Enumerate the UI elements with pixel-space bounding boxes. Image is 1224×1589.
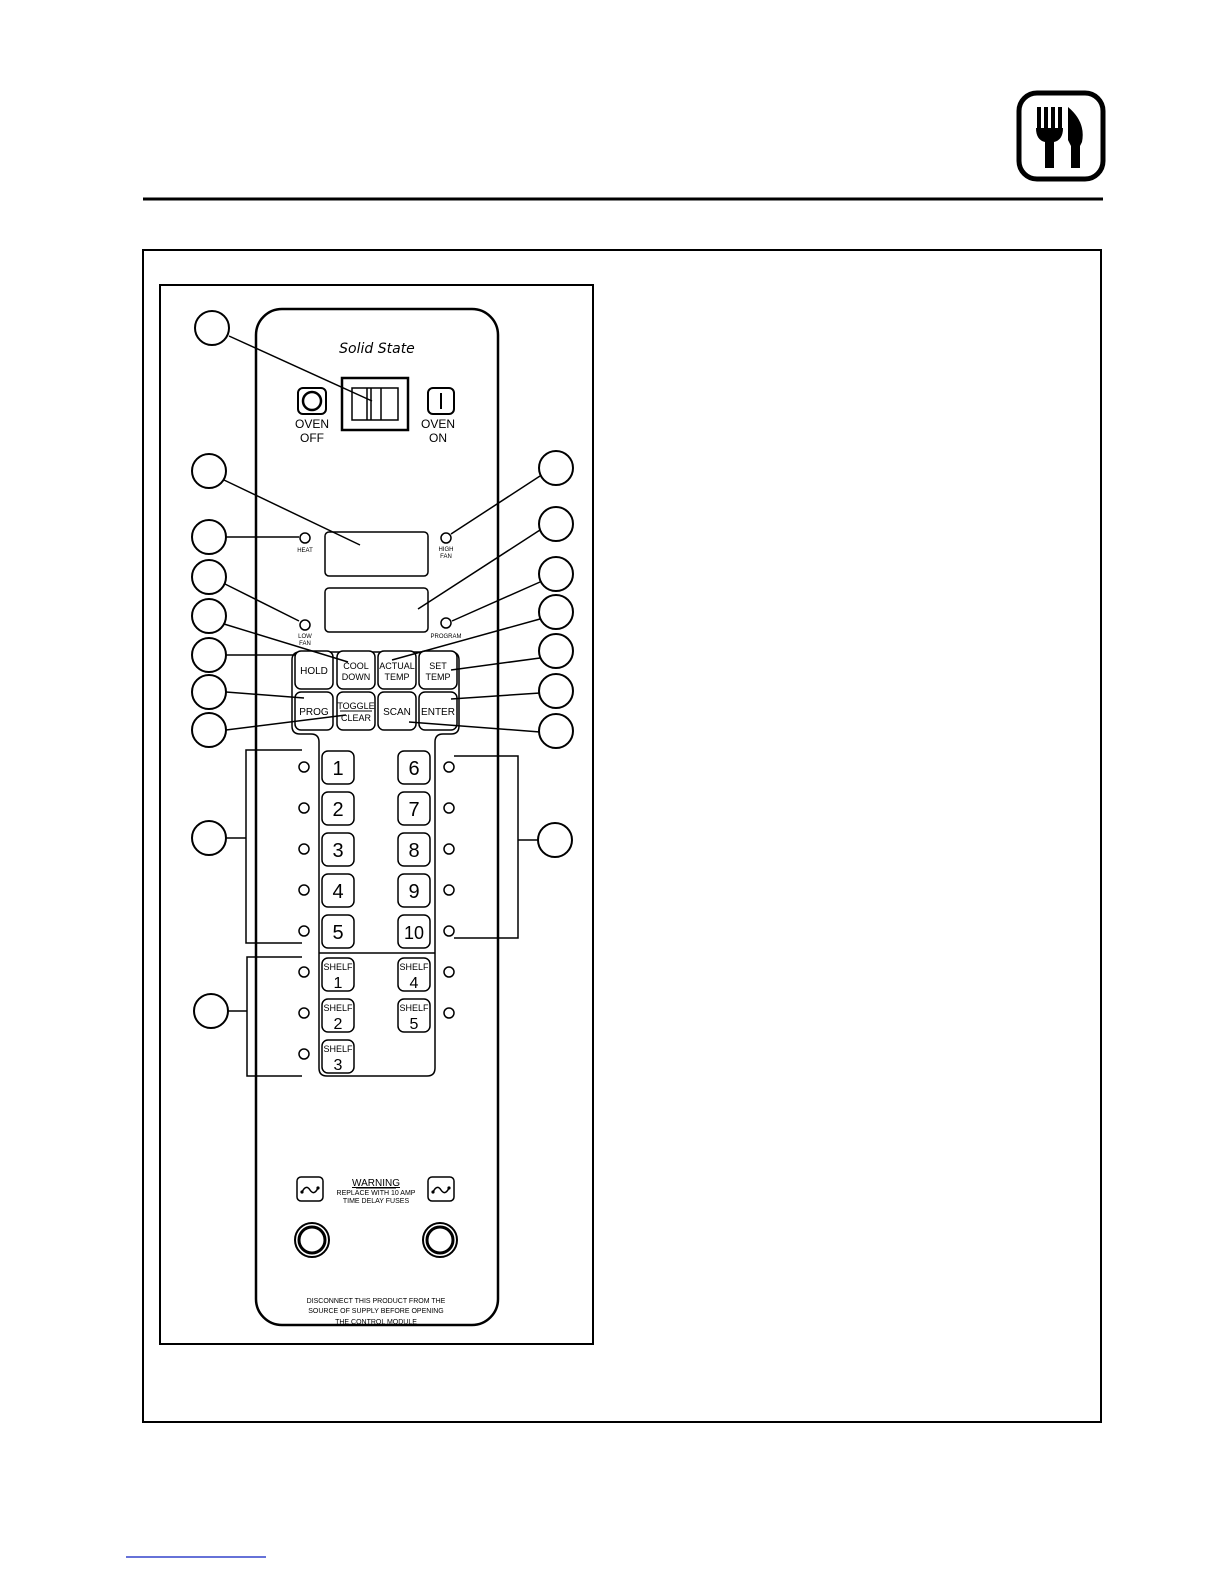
- oven-on-label-2: ON: [429, 431, 447, 445]
- panel-frame: [159, 284, 594, 1345]
- cool-down-key[interactable]: COOL DOWN: [336, 650, 376, 690]
- oven-off-label-2: OFF: [300, 431, 324, 445]
- shelf-key-3[interactable]: SHELF 3: [321, 1039, 355, 1074]
- shelf-key-1-label: SHELF: [323, 962, 353, 972]
- fork-knife-logo-icon: [1016, 90, 1106, 182]
- number-key-5[interactable]: 5: [321, 914, 355, 949]
- actual-temp-key[interactable]: ACTUAL TEMP: [377, 650, 417, 690]
- hold-key[interactable]: HOLD: [294, 650, 334, 690]
- number-key-3-label: 3: [332, 840, 343, 862]
- shelf-key-1-number: 1: [334, 975, 343, 992]
- heat-label: HEAT: [297, 548, 313, 554]
- number-lights: [298, 761, 455, 937]
- number-key-4[interactable]: 4: [321, 873, 355, 908]
- low-fan-label-1: LOW: [298, 634, 312, 640]
- number-key-1[interactable]: 1: [321, 750, 355, 785]
- keypad-bay: [291, 651, 460, 1077]
- prog-key-label: PROG: [299, 707, 329, 718]
- low-fan-light: [299, 619, 311, 631]
- shelf-key-1[interactable]: SHELF 1: [321, 957, 355, 992]
- low-fan-label-2: FAN: [299, 641, 311, 647]
- number-key-7[interactable]: 7: [397, 791, 431, 826]
- hold-key-label: HOLD: [300, 666, 328, 677]
- shelf-key-2[interactable]: SHELF 2: [321, 998, 355, 1033]
- shelf-key-4-label: SHELF: [399, 962, 429, 972]
- oven-on-symbol-icon: [427, 387, 455, 415]
- set-temp-key-label-1: SET: [429, 661, 447, 671]
- actual-temp-key-label-1: ACTUAL: [379, 661, 415, 671]
- set-temp-key[interactable]: SET TEMP: [418, 650, 458, 690]
- shelf-key-5-label: SHELF: [399, 1003, 429, 1013]
- number-key-9-label: 9: [408, 881, 419, 903]
- disconnect-line-1: DISCONNECT THIS PRODUCT FROM THE: [307, 1298, 446, 1305]
- scan-key[interactable]: SCAN: [377, 691, 417, 731]
- cool-down-key-label-2: DOWN: [342, 672, 371, 682]
- toggle-clear-key-label-1: TOGGLE: [337, 701, 374, 711]
- number-key-5-label: 5: [332, 922, 343, 944]
- number-key-4-label: 4: [332, 881, 343, 903]
- program-label: PROGRAM: [430, 634, 461, 640]
- number-key-6[interactable]: 6: [397, 750, 431, 785]
- number-key-8-label: 8: [408, 840, 419, 862]
- number-key-10[interactable]: 10: [397, 914, 431, 949]
- number-key-3[interactable]: 3: [321, 832, 355, 867]
- fuse-holder-left[interactable]: [294, 1222, 330, 1258]
- heat-light: [299, 532, 311, 544]
- control-module: [254, 307, 500, 1327]
- fuse-symbol-left-icon: [296, 1176, 324, 1202]
- number-key-9[interactable]: 9: [397, 873, 431, 908]
- shelf-key-2-label: SHELF: [323, 1003, 353, 1013]
- toggle-clear-key[interactable]: TOGGLE CLEAR: [336, 691, 376, 731]
- oven-on-label-1: OVEN: [421, 417, 455, 431]
- warning-line-2: TIME DELAY FUSES: [343, 1198, 410, 1205]
- shelf-key-3-label: SHELF: [323, 1044, 353, 1054]
- toggle-clear-key-label-2: CLEAR: [341, 713, 372, 723]
- figure-frame: [142, 249, 1102, 1423]
- number-key-8[interactable]: 8: [397, 832, 431, 867]
- disconnect-line-3: THE CONTROL MODULE: [335, 1319, 417, 1326]
- brand-label: Solid State: [339, 341, 415, 357]
- fuse-symbol-right-icon: [427, 1176, 455, 1202]
- shelf-key-3-number: 3: [334, 1057, 343, 1074]
- scan-key-label: SCAN: [383, 707, 411, 718]
- high-fan-label-1: HIGH: [439, 547, 454, 553]
- set-temp-key-label-2: TEMP: [425, 672, 450, 682]
- shelf-key-4-number: 4: [410, 975, 419, 992]
- shelf-key-2-number: 2: [334, 1016, 343, 1033]
- power-switch[interactable]: [340, 376, 410, 432]
- number-key-7-label: 7: [408, 799, 419, 821]
- high-fan-light: [440, 532, 452, 544]
- leader-lines: [223, 335, 541, 1077]
- program-light: [440, 617, 452, 629]
- oven-off-symbol-icon: [297, 387, 327, 415]
- number-key-1-label: 1: [332, 758, 343, 780]
- oven-off-label-1: OVEN: [295, 417, 329, 431]
- high-fan-label-2: FAN: [440, 554, 452, 560]
- actual-temp-key-label-2: TEMP: [384, 672, 409, 682]
- shelf-key-4[interactable]: SHELF 4: [397, 957, 431, 992]
- shelf-key-5[interactable]: SHELF 5: [397, 998, 431, 1033]
- shelf-lights: [298, 966, 455, 1060]
- warning-line-1: REPLACE WITH 10 AMP: [337, 1190, 416, 1197]
- enter-key[interactable]: ENTER: [418, 691, 458, 731]
- upper-display: [324, 531, 429, 577]
- number-key-2-label: 2: [332, 799, 343, 821]
- disconnect-line-2: SOURCE OF SUPPLY BEFORE OPENING: [308, 1308, 444, 1315]
- warning-title: WARNING: [352, 1178, 400, 1189]
- cool-down-key-label-1: COOL: [343, 661, 369, 671]
- shelf-key-5-number: 5: [410, 1016, 419, 1033]
- fuse-holder-right[interactable]: [422, 1222, 458, 1258]
- number-key-2[interactable]: 2: [321, 791, 355, 826]
- number-key-6-label: 6: [408, 758, 419, 780]
- lower-display: [324, 587, 429, 633]
- enter-key-label: ENTER: [421, 707, 455, 718]
- number-key-10-label: 10: [404, 923, 424, 943]
